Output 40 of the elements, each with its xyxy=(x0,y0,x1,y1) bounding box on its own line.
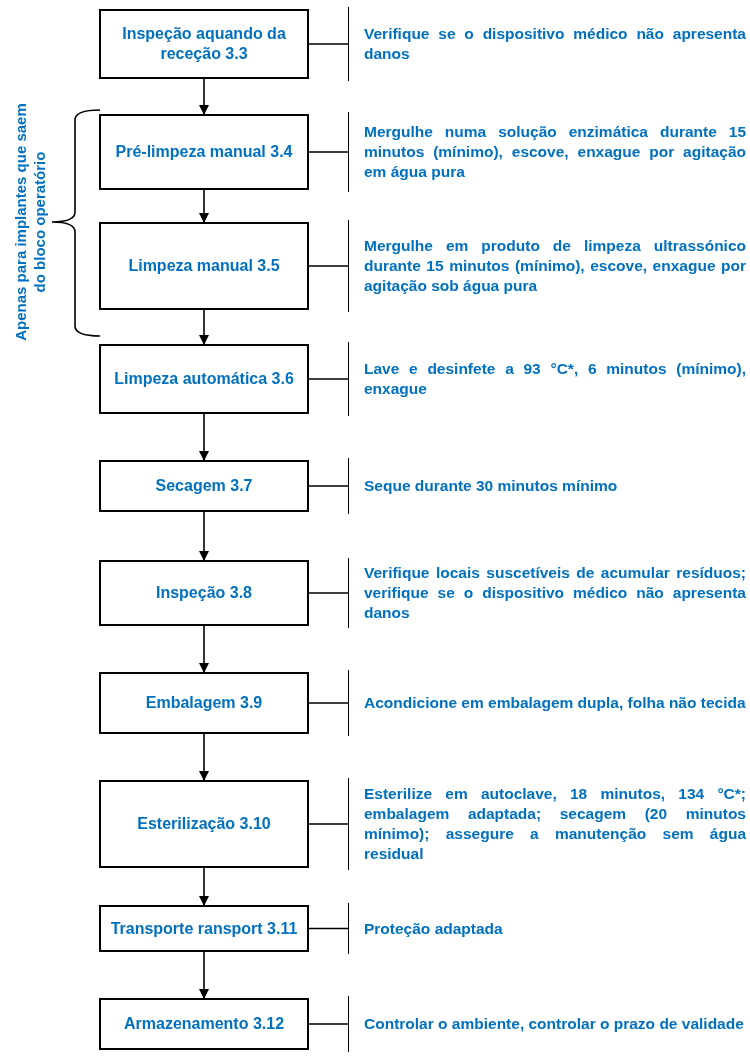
connector-line xyxy=(308,485,349,487)
arrow xyxy=(199,867,209,906)
connector-line xyxy=(308,151,349,153)
process-box: Esterilização 3.10 xyxy=(99,780,309,868)
arrow xyxy=(199,189,209,223)
process-box: Secagem 3.7 xyxy=(99,460,309,512)
step-description: Esterilize em autoclave, 18 minutos, 134 °C*; embalagem adaptada; secagem (20 minutos mínimo); assegure a manutenção sem água residual xyxy=(348,778,746,870)
step-description: Mergulhe em produto de limpeza ultrassónico durante 15 minutos (mínimo), escove, enxague por agitação sob água pura xyxy=(348,220,746,312)
connector-line xyxy=(308,592,349,594)
process-box: Embalagem 3.9 xyxy=(99,672,309,734)
connector-line xyxy=(308,927,349,930)
process-box: Limpeza manual 3.5 xyxy=(99,222,309,310)
arrow xyxy=(199,413,209,461)
arrow xyxy=(199,78,209,115)
arrow xyxy=(199,625,209,673)
connector-line xyxy=(308,43,349,45)
step-description: Mergulhe numa solução enzimática durante 15 minutos (mínimo), escove, enxague por agitação em água pura xyxy=(348,112,746,192)
step-description: Verifique locais suscetíveis de acumular resíduos; verifique se o dispositivo médico não apresenta danos xyxy=(348,558,746,628)
process-box: Transporte ransport 3.11 xyxy=(99,905,309,952)
process-box: Inspeção 3.8 xyxy=(99,560,309,626)
connector-line xyxy=(308,823,349,825)
connector-line xyxy=(308,1023,349,1025)
step-description: Controlar o ambiente, controlar o prazo de validade xyxy=(348,996,746,1052)
step-description: Verifique se o dispositivo médico não apresenta danos xyxy=(348,7,746,81)
process-box: Inspeção aquando da receção 3.3 xyxy=(99,9,309,79)
connector-line xyxy=(308,378,349,380)
connector-line xyxy=(308,265,349,267)
arrow xyxy=(199,309,209,345)
step-description: Proteção adaptada xyxy=(348,903,746,954)
process-box: Pré-limpeza manual 3.4 xyxy=(99,114,309,190)
arrow xyxy=(199,951,209,999)
step-description: Acondicione em embalagem dupla, folha não tecida xyxy=(348,670,746,736)
process-box: Limpeza automática 3.6 xyxy=(99,344,309,414)
arrow xyxy=(199,511,209,561)
step-description: Lave e desinfete a 93 °C*, 6 minutos (mínimo), enxague xyxy=(348,342,746,416)
side-note: Apenas para implantes que saem do bloco operatório xyxy=(11,102,49,343)
process-box: Armazenamento 3.12 xyxy=(99,998,309,1050)
step-description: Seque durante 30 minutos mínimo xyxy=(348,458,746,514)
connector-line xyxy=(308,702,349,704)
arrow xyxy=(199,733,209,781)
